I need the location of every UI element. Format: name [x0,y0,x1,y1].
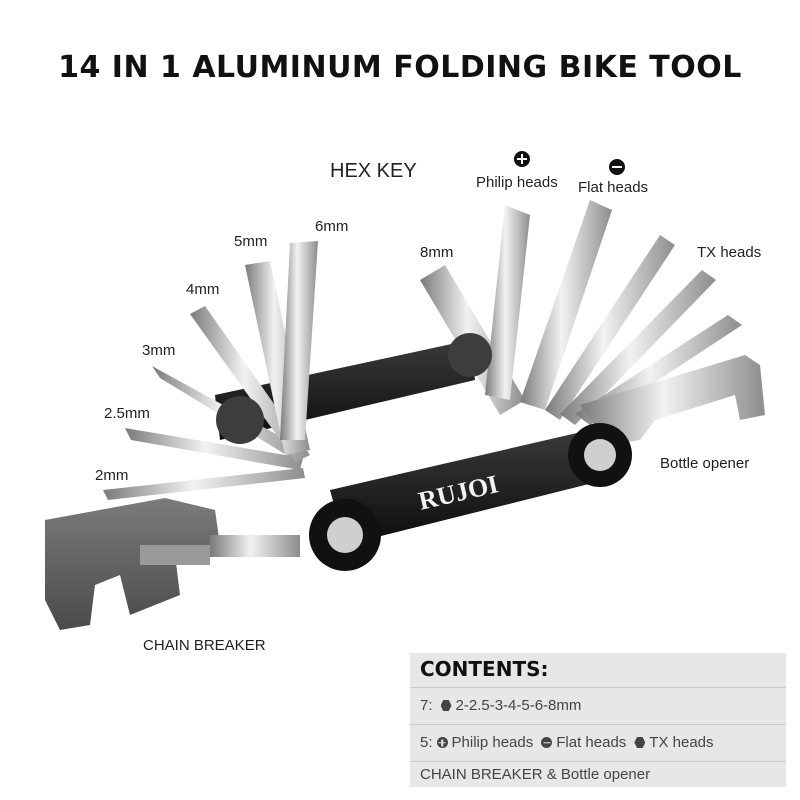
chain-breaker-label: CHAIN BREAKER [143,637,266,654]
bottle-opener-label: Bottle opener [660,455,750,472]
contents-row-extras: CHAIN BREAKER & Bottle opener [410,761,786,787]
row2-prefix: 5: [420,734,433,751]
hex-icon [440,700,452,711]
hex-icon [634,737,646,748]
contents-row-bits: 5: Philip heads Flat heads TX heads [410,724,786,760]
flat-heads-label: Flat heads [578,179,649,196]
philip-heads-label: Philip heads [476,174,558,191]
minus-circle-icon [609,159,625,175]
plus-circle-icon [436,737,448,748]
hex-2-5mm-label: 2.5mm [104,405,150,422]
row2-philip: Philip heads [451,734,534,751]
front-plate [330,430,605,545]
row2-tx: TX heads [649,734,714,751]
pivot-bolts [216,333,632,571]
hex-5mm-label: 5mm [234,233,268,250]
screwdriver-bits [485,200,765,445]
hex-2mm-label: 2mm [95,467,129,484]
page-title: 14 IN 1 ALUMINUM FOLDING BIKE TOOL [58,50,742,85]
row2-flat: Flat heads [556,734,627,751]
chain-breaker [45,498,300,630]
hex-3mm-label: 3mm [142,342,176,359]
contents-row-hex: 7: 2-2.5-3-4-5-6-8mm [410,687,786,723]
plus-circle-icon [514,151,530,167]
hex-6mm-label: 6mm [315,218,349,235]
row3-text: CHAIN BREAKER & Bottle opener [420,766,651,783]
hex-8mm-label: 8mm [420,244,454,261]
hex-key-label: HEX KEY [330,160,417,182]
row1-text: 2-2.5-3-4-5-6-8mm [455,697,582,714]
contents-title: CONTENTS: [420,657,549,681]
tx-heads-label: TX heads [697,244,762,261]
hex-4mm-label: 4mm [186,281,220,298]
multitool-image [45,200,765,630]
minus-circle-icon [541,737,553,748]
row1-prefix: 7: [420,697,433,714]
contents-panel: CONTENTS: 7: 2-2.5-3-4-5-6-8mm 5: Philip… [410,653,786,787]
